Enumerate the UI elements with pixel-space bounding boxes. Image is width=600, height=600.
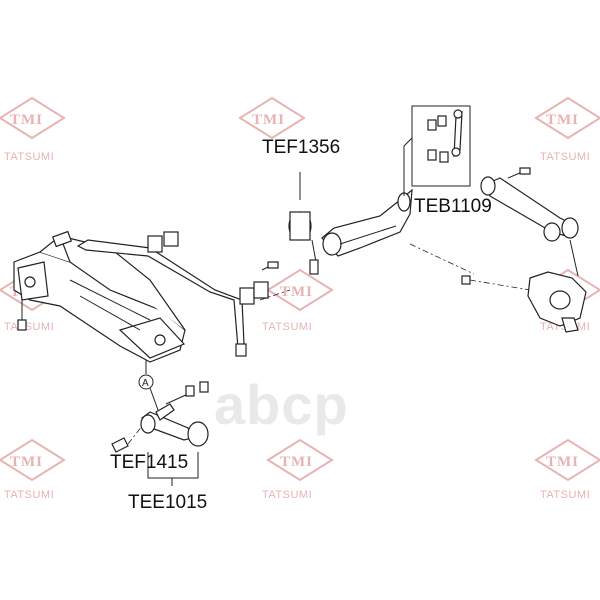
- watermark-logo-top-center: TMI: [238, 96, 306, 140]
- watermark-logo-bottom-right: TMI TATSUMI: [534, 438, 600, 501]
- svg-text:TATSUMI: TATSUMI: [262, 321, 312, 333]
- trailing-arm-bush: [288, 172, 319, 275]
- detail-marker-a: A: [138, 360, 159, 411]
- callout-teb1109: TEB1109: [414, 196, 492, 217]
- stabilizer-bar: [76, 231, 291, 357]
- brand-watermark: аbср: [214, 373, 349, 436]
- svg-text:TMI: TMI: [252, 112, 285, 128]
- lower-lateral-link: [111, 381, 209, 453]
- rear-knuckle: [527, 239, 587, 333]
- callout-leaders: [147, 452, 199, 486]
- trailing-arm: [321, 188, 413, 257]
- watermark-logo-bottom-left: TMI TATSUMI: [0, 438, 66, 501]
- svg-text:TMI: TMI: [280, 454, 313, 470]
- watermark-logo-bottom-center: TMI TATSUMI: [262, 438, 334, 501]
- svg-text:TATSUMI: TATSUMI: [540, 489, 590, 501]
- watermark-logo-mid-center: TMI TATSUMI: [262, 268, 334, 333]
- callout-tee1015: TEE1015: [128, 492, 208, 513]
- svg-text:TATSUMI: TATSUMI: [4, 321, 54, 333]
- svg-text:TATSUMI: TATSUMI: [4, 151, 54, 163]
- svg-text:TMI: TMI: [10, 112, 43, 128]
- callout-tef1415: TEF1415: [110, 452, 189, 473]
- callout-tef1356: TEF1356: [262, 137, 341, 158]
- svg-text:TMI: TMI: [546, 112, 579, 128]
- rear-subframe: [13, 230, 186, 363]
- upper-control-arm: [409, 167, 579, 291]
- svg-text:TMI: TMI: [546, 454, 579, 470]
- watermark-logo-top-left: TMI TATSUMI: [0, 96, 66, 163]
- svg-text:TMI: TMI: [280, 284, 313, 300]
- svg-text:TMI: TMI: [10, 454, 43, 470]
- stabilizer-link-kit: [403, 105, 471, 196]
- svg-text:A: A: [142, 378, 149, 389]
- svg-text:TATSUMI: TATSUMI: [540, 151, 590, 163]
- svg-text:TATSUMI: TATSUMI: [4, 489, 54, 501]
- watermark-logo-top-right: TMI TATSUMI: [534, 96, 600, 163]
- svg-text:TATSUMI: TATSUMI: [262, 489, 312, 501]
